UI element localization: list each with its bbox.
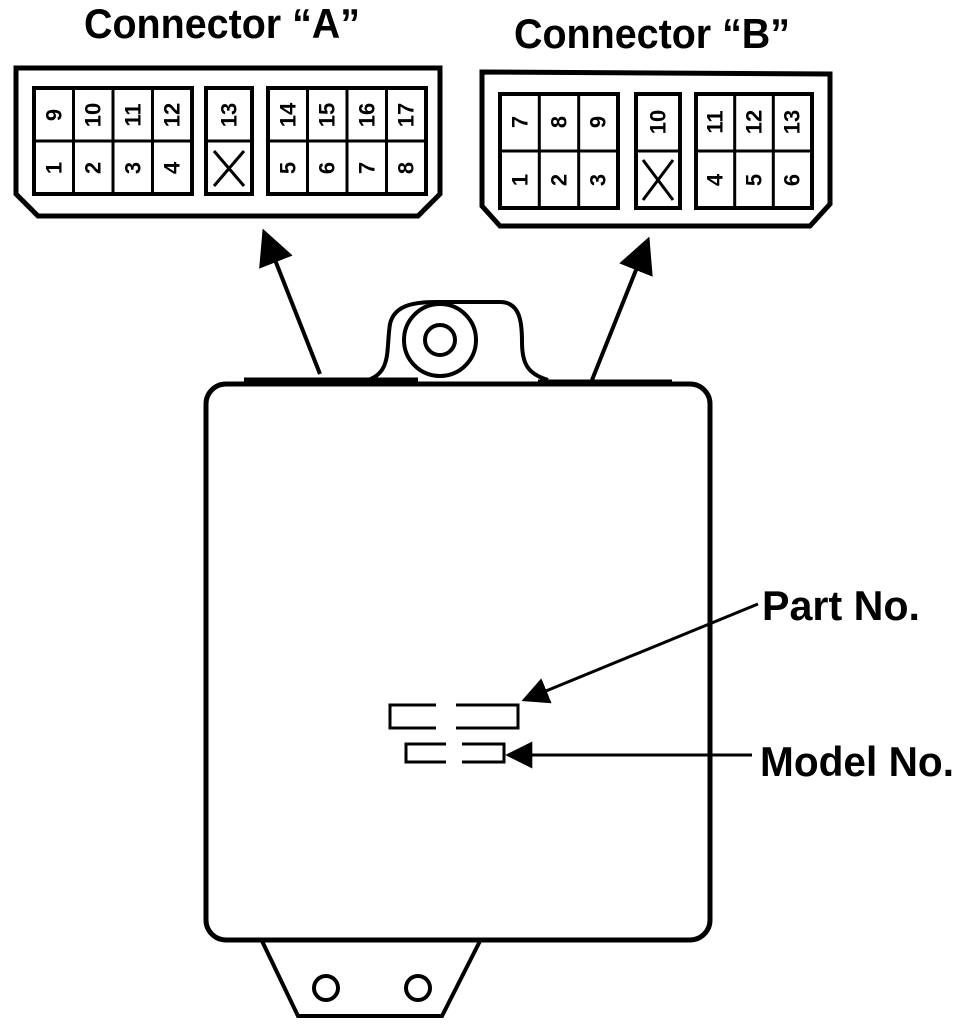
connector-a-pin-4: 4 bbox=[160, 161, 185, 174]
connector-a-housing bbox=[13, 65, 443, 219]
ecu-unit bbox=[203, 300, 713, 1018]
connector-b-pin-11: 11 bbox=[703, 110, 728, 133]
connector-a-title: Connector “A” bbox=[84, 0, 360, 47]
connector-a-pin-5: 5 bbox=[276, 162, 301, 174]
part-no-plate bbox=[388, 703, 520, 730]
connector-b-pin-12: 12 bbox=[742, 110, 767, 134]
connector-b-arrow bbox=[590, 236, 653, 381]
connector-b-empty-cavity-x bbox=[641, 159, 675, 201]
connector-a-pin-10: 10 bbox=[81, 103, 106, 127]
connector-a-pin-6: 6 bbox=[315, 162, 340, 174]
connector-a-pin-block-middle bbox=[204, 86, 254, 196]
connector-a-pin-block-left bbox=[32, 86, 194, 196]
connector-b-pin-1: 1 bbox=[508, 174, 533, 186]
connector-b-pin-10: 10 bbox=[646, 110, 671, 134]
ecu-bottom-mounting-hole-right bbox=[404, 974, 432, 1002]
connector-a-pin-2: 2 bbox=[81, 162, 106, 174]
ecu-bottom-mounting-hole-left bbox=[312, 974, 340, 1002]
connector-b-pin-block-middle bbox=[634, 92, 682, 210]
connector-a-arrow bbox=[259, 228, 322, 375]
connector-a-empty-cavity-x bbox=[212, 150, 246, 187]
model-no-label: Model No. bbox=[760, 738, 954, 785]
connector-b-title: Connector “B” bbox=[514, 10, 790, 57]
connector-b-pin-6: 6 bbox=[780, 174, 805, 186]
connector-a-pin-12: 12 bbox=[160, 103, 185, 127]
connector-b-pin-4: 4 bbox=[703, 173, 728, 186]
part-no-leader-arrow bbox=[521, 602, 759, 704]
connector-a-pin-15: 15 bbox=[315, 103, 340, 127]
connector-b-pin-13: 13 bbox=[780, 110, 805, 134]
part-no-label: Part No. bbox=[762, 582, 920, 629]
connector-b-pin-block-right bbox=[694, 92, 814, 210]
connector-a-pin-1: 1 bbox=[42, 162, 67, 174]
connector-a-pin-8: 8 bbox=[394, 162, 419, 174]
connector-b-pin-block-left bbox=[498, 92, 620, 210]
ecu-case bbox=[203, 381, 713, 943]
connector-a-pin-17: 17 bbox=[394, 103, 419, 127]
connector-b-pin-7: 7 bbox=[508, 116, 533, 128]
connector-a-pin-11: 11 bbox=[121, 103, 146, 126]
connector-a-pin-13: 13 bbox=[217, 103, 242, 127]
connector-b-pin-8: 8 bbox=[547, 116, 572, 128]
ecu-top-mounting-tab bbox=[367, 300, 549, 382]
connector-b-pin-9: 9 bbox=[586, 116, 611, 128]
ecu-top-mounting-hole bbox=[423, 323, 457, 357]
connector-b-pin-2: 2 bbox=[547, 174, 572, 186]
connector-a-pin-block-right bbox=[266, 86, 428, 196]
connector-a-pin-14: 14 bbox=[276, 102, 301, 127]
ecu-bottom-mounting-bracket bbox=[260, 940, 482, 1018]
connector-b-pin-5: 5 bbox=[742, 174, 767, 186]
connector-a-pin-3: 3 bbox=[121, 162, 146, 174]
connector-b-pin-3: 3 bbox=[586, 174, 611, 186]
connector-a-pin-9: 9 bbox=[42, 109, 67, 121]
model-no-plate bbox=[404, 742, 506, 764]
connector-b-housing bbox=[479, 69, 833, 229]
connector-a-pin-16: 16 bbox=[355, 103, 380, 127]
ecu-top-mounting-boss bbox=[402, 302, 478, 378]
connector-a-pin-7: 7 bbox=[355, 162, 380, 174]
